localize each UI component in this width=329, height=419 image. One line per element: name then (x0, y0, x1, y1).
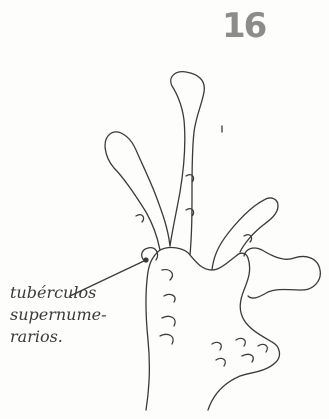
finger-1-outline (105, 132, 170, 250)
callout-line-2: supernume- (10, 304, 118, 326)
tubercle-2 (162, 270, 172, 280)
tubercle-7 (242, 354, 253, 362)
tubercle-9 (216, 358, 225, 366)
tubercle-3 (164, 294, 175, 302)
tubercle-4 (162, 316, 175, 326)
finger-2-outline (170, 72, 204, 255)
figure-number: 16 (222, 6, 282, 46)
callout-leader-dot (144, 258, 148, 262)
callout-line-3: rarios. (10, 326, 118, 348)
finger-3-outline (212, 198, 278, 270)
palm-outline (146, 248, 280, 410)
thumb-outline (244, 248, 320, 298)
callout-label: tubérculos supernume- rarios. (10, 282, 118, 348)
tubercle-5 (160, 334, 173, 344)
tubercle-8 (212, 342, 221, 350)
tubercle-10 (258, 344, 267, 352)
tubercle-6 (236, 338, 245, 346)
joint-1 (136, 215, 144, 222)
callout-line-1: tubérculos (10, 282, 118, 304)
